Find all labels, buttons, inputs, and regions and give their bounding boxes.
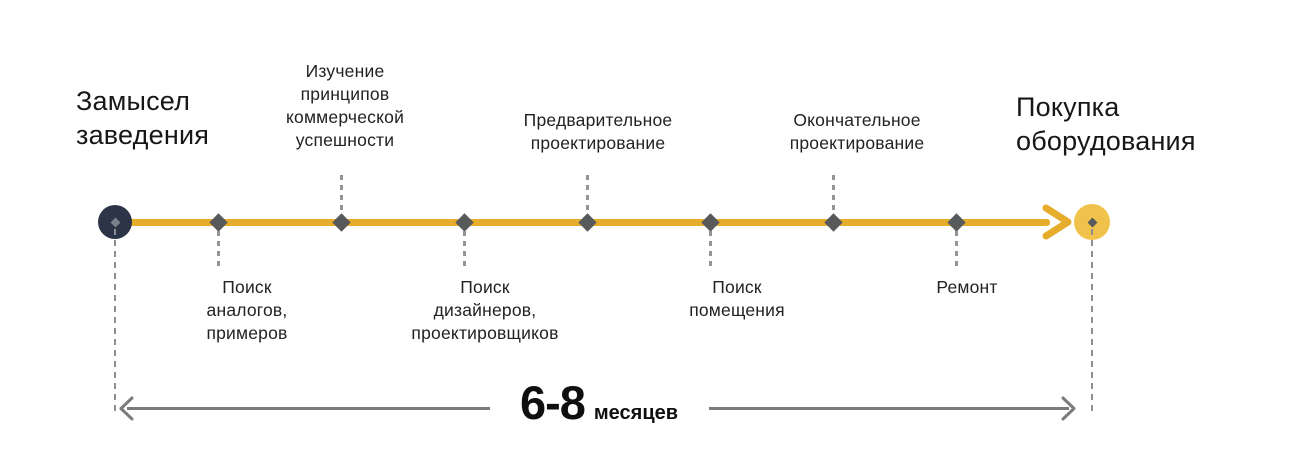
start-stage-label: Замысел заведения <box>76 86 210 150</box>
dashed-connector <box>585 175 589 214</box>
milestone-label: Поиск помещения <box>689 277 785 320</box>
milestone-label: Поиск дизайнеров, проектировщиков <box>411 277 559 343</box>
dashed-connector <box>216 231 220 270</box>
end-stage-label: Покупка оборудования <box>1016 92 1196 156</box>
dashed-connector <box>831 175 835 214</box>
dashed-connector <box>462 231 466 270</box>
milestone-diamond-icon <box>700 212 720 232</box>
duration-arrowhead-left-icon <box>119 396 134 421</box>
duration-arrowhead-right-icon <box>1061 396 1076 421</box>
milestone-label: Изучение принципов коммерческой успешнос… <box>285 61 405 150</box>
timeline-arrowhead-icon <box>1042 204 1072 240</box>
duration-unit: месяцев <box>593 402 679 424</box>
dashed-connector <box>708 231 712 270</box>
milestone-diamond-icon <box>454 212 474 232</box>
milestone-diamond-icon <box>946 212 966 232</box>
duration-arrow-line-left <box>127 407 490 410</box>
milestone-label: Поиск аналогов, примеров <box>206 277 288 343</box>
dashed-connector <box>339 175 343 214</box>
duration-arrow-line-right <box>709 407 1069 410</box>
duration-value: 6-8 <box>519 376 586 429</box>
milestone-diamond-icon <box>823 212 843 232</box>
end-dashed-connector <box>1091 229 1093 414</box>
milestone-label: Предварительное проектирование <box>523 110 673 153</box>
duration-label-group: 6-8 месяцев <box>487 379 711 426</box>
milestone-diamond-icon <box>331 212 351 232</box>
start-dashed-connector <box>114 229 116 414</box>
milestone-label: Ремонт <box>936 277 998 297</box>
milestone-diamond-icon <box>577 212 597 232</box>
dashed-connector <box>954 231 958 270</box>
milestone-label: Окончательное проектирование <box>789 110 925 153</box>
milestone-diamond-icon <box>208 212 228 232</box>
